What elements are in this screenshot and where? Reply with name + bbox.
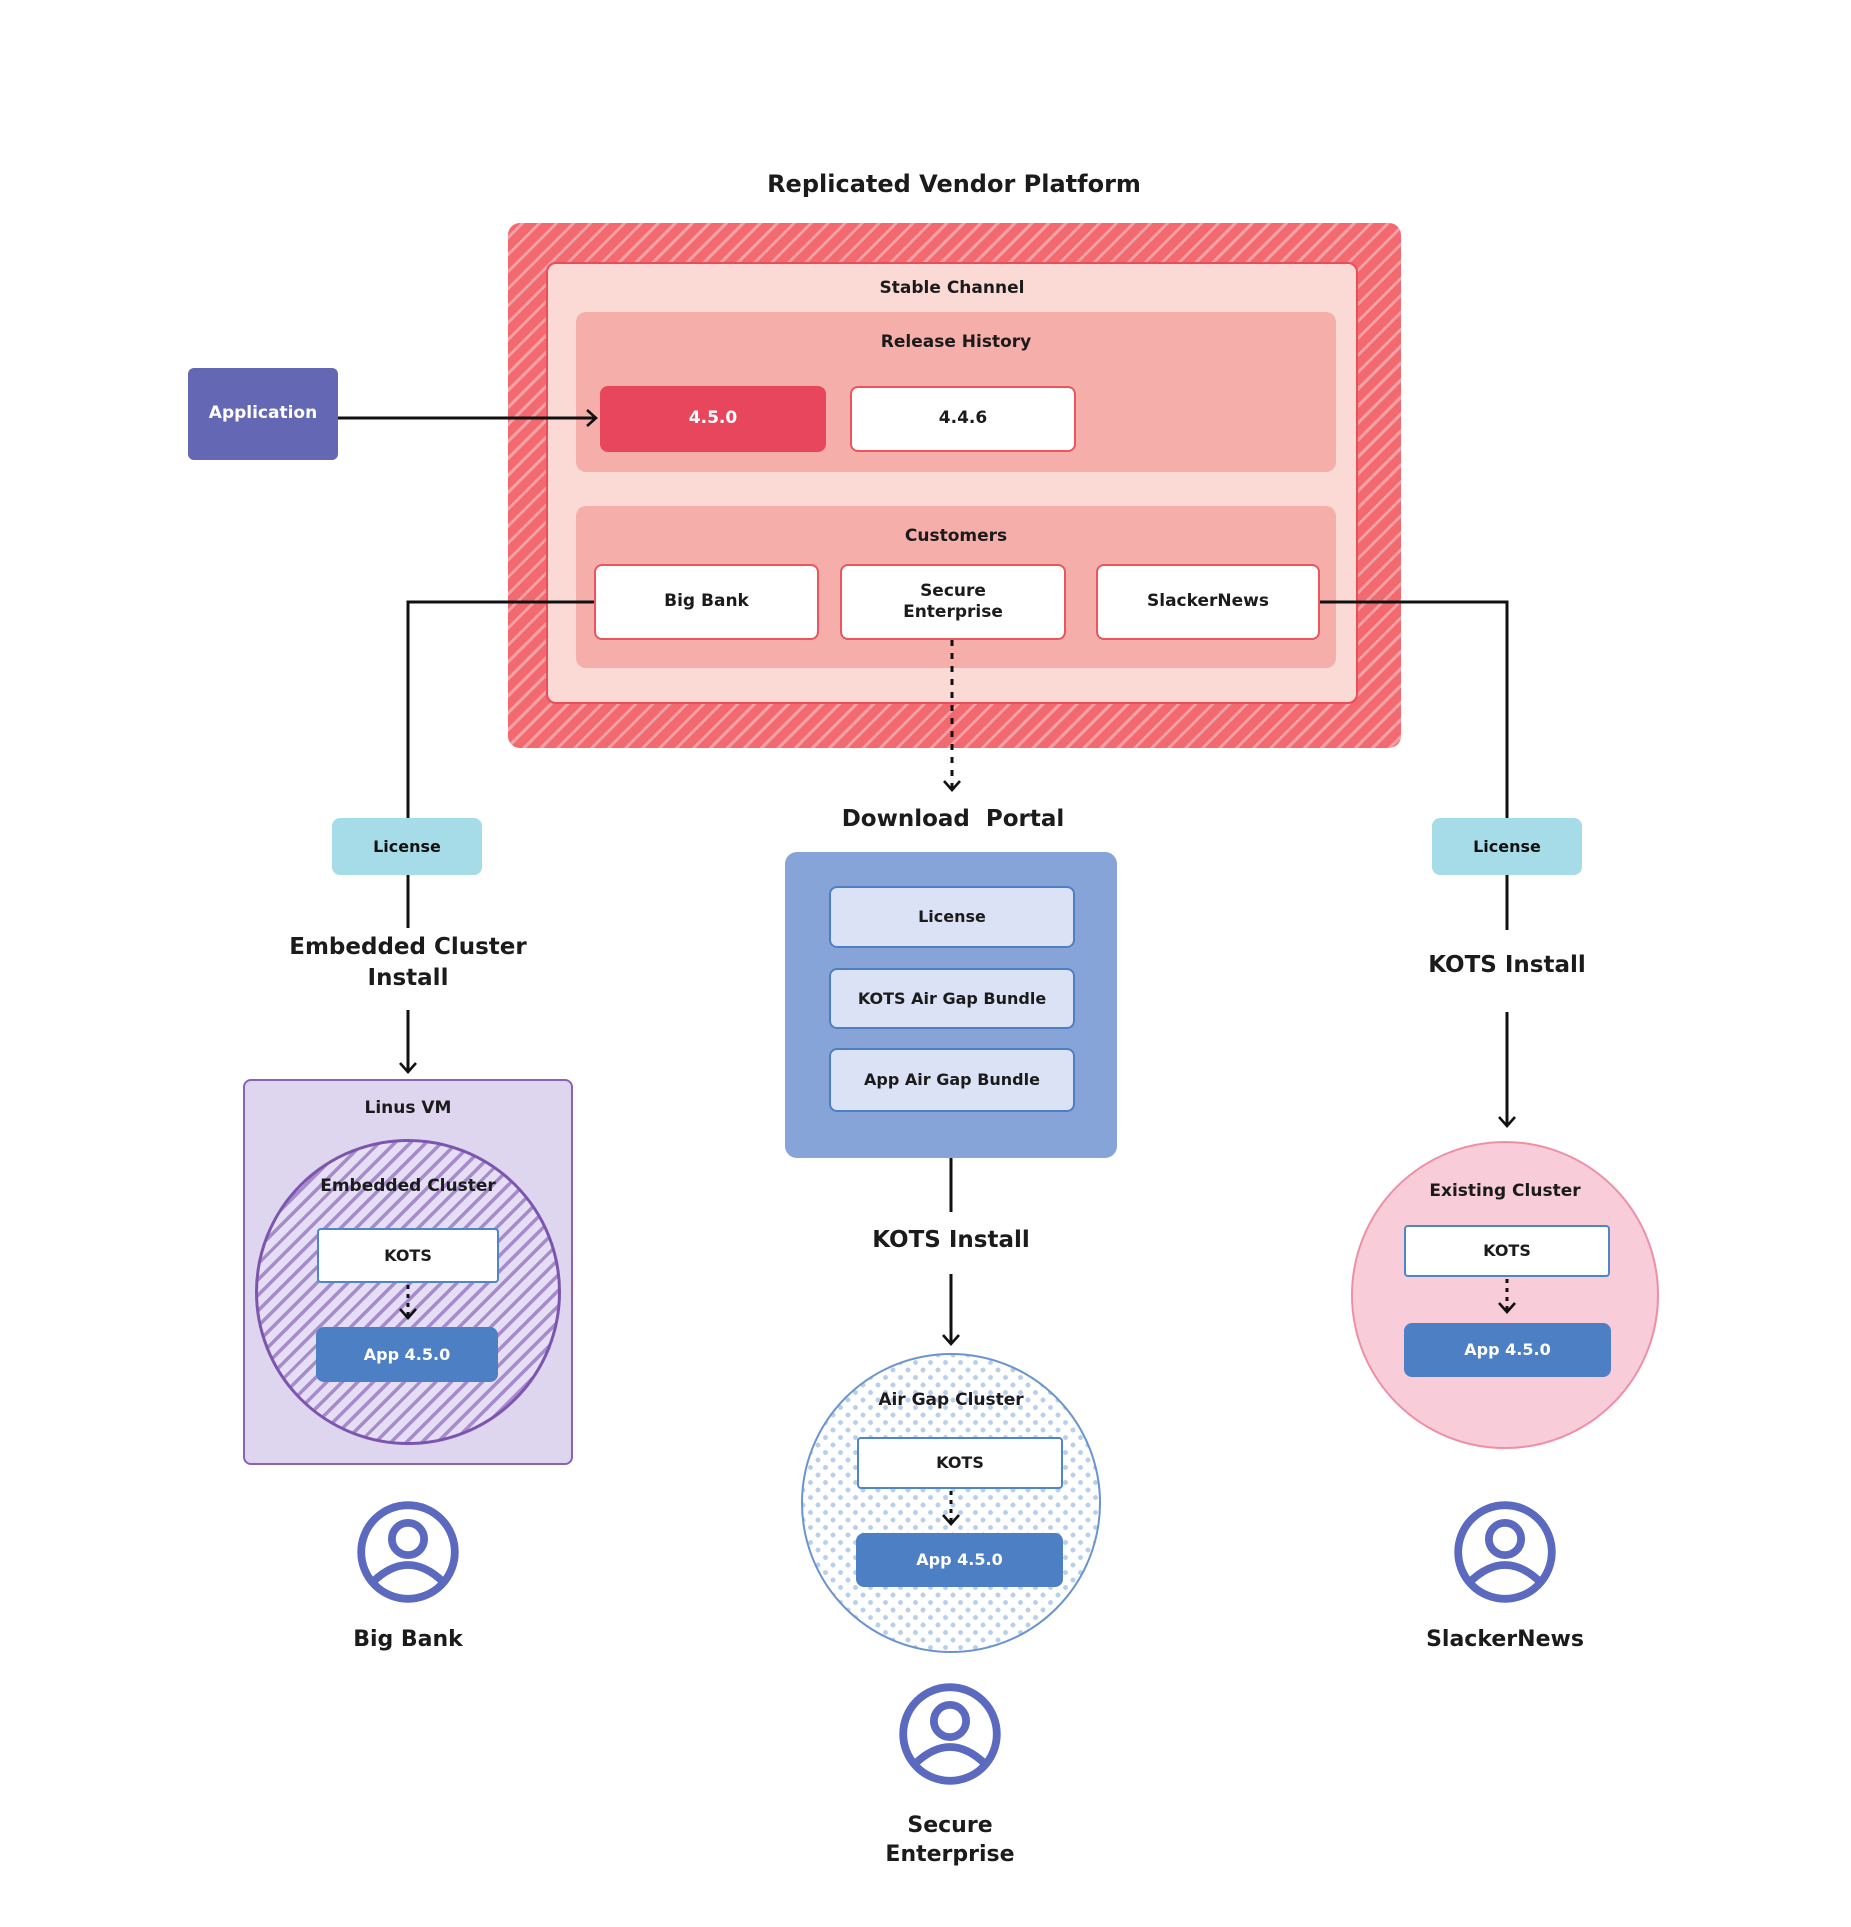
air-gap-cluster-label: Air Gap Cluster [878, 1390, 1024, 1410]
customer-slackernews-node: SlackerNews [1096, 564, 1320, 640]
app-node-middle: App 4.5.0 [856, 1533, 1063, 1587]
release-450-node: 4.5.0 [600, 386, 826, 452]
customers-label: Customers [904, 526, 1008, 546]
big-bank-user-icon [357, 1501, 459, 1603]
release-446-node: 4.4.6 [850, 386, 1076, 452]
customer-secure-enterprise-label: Secure Enterprise [903, 580, 1003, 622]
slackernews-user-label: SlackerNews [1426, 1627, 1584, 1652]
big-bank-user-label: Big Bank [353, 1627, 463, 1652]
embedded-cluster-label: Embedded Cluster [320, 1176, 496, 1196]
kots-install-label-middle: KOTS Install [872, 1227, 1030, 1253]
existing-cluster-label: Existing Cluster [1429, 1181, 1581, 1201]
kots-node-left: KOTS [317, 1228, 499, 1283]
secure-enterprise-user-label: Secure Enterprise [885, 1813, 1015, 1867]
customer-secure-enterprise-node: Secure Enterprise [840, 564, 1066, 640]
portal-app-bundle-item: App Air Gap Bundle [829, 1048, 1075, 1112]
license-node-left: License [332, 818, 482, 875]
portal-kots-bundle-label: KOTS Air Gap Bundle [857, 988, 1047, 1008]
secure-enterprise-user-icon [899, 1683, 1001, 1785]
stable-channel-label: Stable Channel [879, 278, 1025, 298]
app-node-right: App 4.5.0 [1404, 1323, 1611, 1377]
kots-left-label: KOTS [384, 1245, 432, 1265]
application-node: Application [188, 368, 338, 460]
customer-slackernews-label: SlackerNews [1147, 591, 1269, 612]
portal-app-bundle-label: App Air Gap Bundle [864, 1070, 1040, 1089]
portal-kots-bundle-item: KOTS Air Gap Bundle [829, 968, 1075, 1029]
slackernews-user-icon [1454, 1501, 1556, 1603]
embedded-cluster-circle [255, 1139, 561, 1445]
app-middle-label: App 4.5.0 [916, 1550, 1003, 1569]
kots-node-right: KOTS [1404, 1225, 1610, 1277]
app-left-label: App 4.5.0 [363, 1344, 451, 1364]
application-label: Application [208, 403, 318, 424]
download-portal-label: Download Portal [841, 806, 1065, 832]
release-446-label: 4.4.6 [938, 408, 988, 429]
app-right-label: App 4.5.0 [1464, 1340, 1551, 1359]
kots-middle-label: KOTS [936, 1453, 984, 1472]
kots-node-middle: KOTS [857, 1437, 1063, 1489]
diagram-title: Replicated Vendor Platform [767, 170, 1141, 198]
kots-install-label-right: KOTS Install [1428, 952, 1586, 978]
release-450-label: 4.5.0 [688, 408, 738, 429]
license-left-label: License [373, 836, 441, 856]
license-node-right: License [1432, 818, 1582, 875]
linux-vm-label: Linus VM [364, 1098, 452, 1118]
release-history-label: Release History [880, 332, 1032, 352]
customer-big-bank-node: Big Bank [594, 564, 819, 640]
portal-license-label: License [918, 907, 986, 926]
kots-right-label: KOTS [1483, 1241, 1531, 1260]
portal-license-item: License [829, 886, 1075, 948]
embedded-cluster-install-label: Embedded Cluster Install [289, 934, 527, 991]
license-right-label: License [1473, 836, 1541, 856]
customer-big-bank-label: Big Bank [664, 591, 749, 612]
existing-cluster-circle [1351, 1141, 1659, 1449]
app-node-left: App 4.5.0 [316, 1327, 498, 1382]
